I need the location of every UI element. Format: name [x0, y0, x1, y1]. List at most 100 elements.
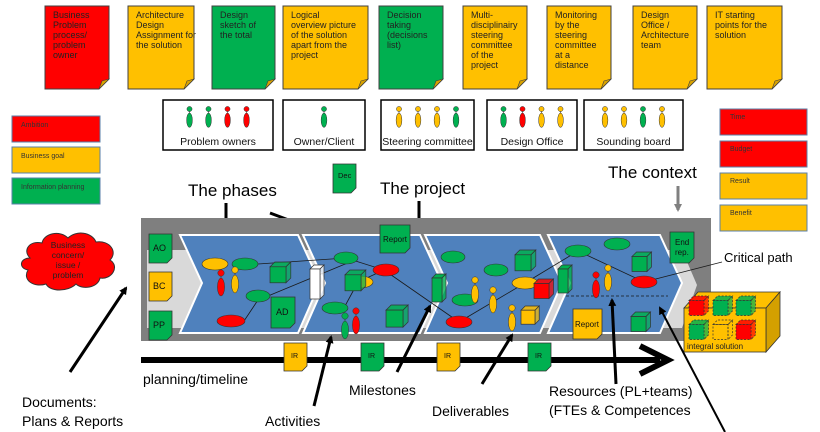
person-icon	[352, 307, 360, 335]
activity-ellipse	[603, 237, 631, 251]
sticky-note-text: Assignment for	[136, 30, 196, 40]
activity-ellipse	[564, 244, 592, 258]
deliverable-block	[557, 264, 573, 294]
solution-component-cube	[712, 319, 734, 341]
person-icon	[601, 106, 609, 128]
svg-text:AO: AO	[153, 243, 166, 253]
pointer-arrows	[68, 286, 726, 432]
stakeholder-group: Problem owners	[162, 99, 274, 151]
person-icon	[452, 106, 460, 128]
dec-document: Dec	[332, 163, 357, 194]
sticky-note-text: disciplinairy	[471, 20, 518, 30]
legend-label: Result	[730, 178, 750, 185]
sticky-note-text: Problem	[53, 20, 87, 30]
person-icon	[224, 106, 231, 128]
phase-1	[178, 234, 322, 334]
ir-milestone: IR	[436, 342, 461, 372]
sticky-note-text: project	[291, 50, 319, 60]
activity-ellipse	[445, 315, 473, 329]
svg-text:Business: Business	[51, 240, 86, 250]
svg-text:PP: PP	[153, 320, 165, 330]
ir-label: IR	[535, 353, 542, 360]
activity-ellipse	[321, 301, 349, 315]
ad-document: AD	[270, 296, 296, 329]
solution-component-cube	[712, 295, 734, 317]
deliverables-label: Deliverables	[432, 403, 509, 419]
plans-reports-label: Plans & Reports	[22, 413, 123, 429]
sticky-note-text: Architecture	[641, 30, 689, 40]
sticky-note-text: team	[641, 40, 661, 50]
person-icon	[519, 106, 526, 128]
competences-label: (FTEs & Competences	[549, 402, 691, 418]
ir-label: IR	[291, 353, 298, 360]
sticky-note-text: Design	[136, 20, 164, 30]
business-concern-cloud: Business concern/ issue / problem	[21, 232, 115, 291]
phases-label: The phases	[188, 181, 277, 200]
integral-solution-label: integral solution	[687, 342, 743, 351]
legend-item: Benefit	[719, 204, 808, 232]
ao-document: AO	[148, 233, 173, 264]
activity-ellipse	[483, 263, 509, 277]
legend-label: Time	[730, 114, 745, 121]
sticky-note-text: project	[471, 60, 499, 70]
deliverable-block	[431, 273, 447, 303]
report-document-top: Report	[379, 224, 411, 254]
svg-text:Report: Report	[383, 235, 408, 244]
deliverable-cube	[520, 305, 541, 326]
activities	[201, 237, 658, 329]
sticky-note-text: list)	[387, 40, 401, 50]
timeline-arrow	[141, 343, 675, 377]
person-icon	[620, 106, 628, 128]
sticky-note-text: (decisions	[387, 30, 428, 40]
stakeholder-group: Steering committee	[380, 99, 475, 151]
ir-label: IR	[444, 353, 451, 360]
svg-text:rep.: rep.	[675, 248, 689, 257]
activity-ellipse	[201, 257, 229, 271]
deliverable-cube	[514, 249, 537, 272]
person-icon	[508, 304, 516, 332]
svg-text:BC: BC	[153, 281, 166, 291]
sticky-note-text: by the	[555, 20, 580, 30]
person-icon	[186, 106, 193, 128]
svg-text:issue /: issue /	[56, 260, 81, 270]
person-icon	[414, 106, 422, 128]
stakeholder-group-label: Design Office	[501, 136, 564, 148]
milestones-label: Milestones	[349, 382, 416, 398]
sticky-note-text: problem	[53, 40, 86, 50]
milestones: IR IR IR IR	[283, 342, 552, 372]
legend-label: Benefit	[730, 210, 752, 217]
sticky-note-text: taking	[387, 20, 411, 30]
ir-label: IR	[368, 353, 375, 360]
stakeholder-group-label: Problem owners	[180, 136, 256, 148]
person-icon	[205, 106, 212, 128]
person-icon	[658, 106, 666, 128]
stakeholder-group: Owner/Client	[282, 99, 366, 151]
ir-milestone: IR	[527, 342, 552, 372]
sticky-note-text: the total	[220, 30, 252, 40]
svg-text:End: End	[675, 238, 689, 247]
svg-text:concern/: concern/	[52, 250, 85, 260]
sticky-note-text: process/	[53, 30, 88, 40]
sticky-note-text: Design	[220, 10, 248, 20]
sticky-note-text: Office /	[641, 20, 670, 30]
phase-resources	[217, 264, 612, 340]
ir-milestone: IR	[360, 342, 385, 372]
dec-label: Dec	[338, 171, 352, 180]
activity-ellipse	[630, 275, 658, 289]
legend-label: Budget	[730, 146, 752, 153]
deliverable-cube	[269, 261, 292, 284]
sticky-note-text: solution	[715, 30, 746, 40]
sticky-note-text: the solution	[136, 40, 182, 50]
deliverable-cube	[385, 304, 409, 328]
legend-label: Business goal	[21, 153, 65, 160]
sticky-note-text: steering	[555, 30, 587, 40]
stakeholder-group-label: Steering committee	[382, 136, 473, 148]
activity-ellipse	[216, 314, 246, 328]
sticky-note-text: Business	[53, 10, 90, 20]
sticky-note-text: sketch of	[220, 20, 257, 30]
